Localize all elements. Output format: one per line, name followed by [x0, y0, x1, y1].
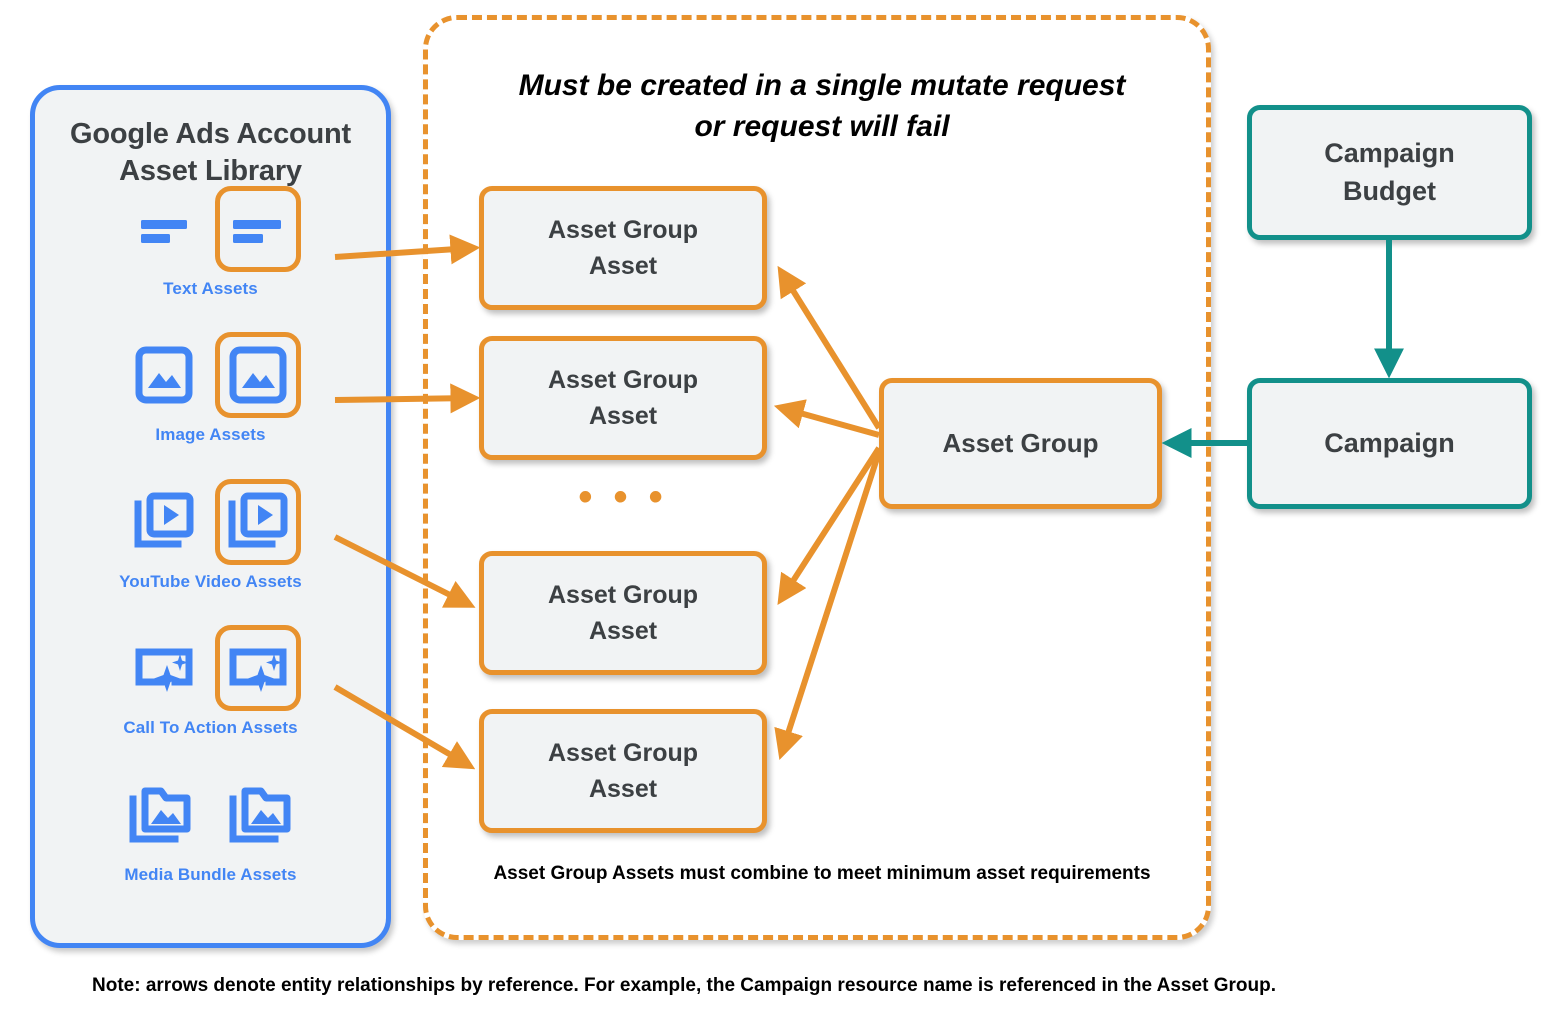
- asset-row-cta: Call To Action Assets: [35, 625, 386, 738]
- asset-group-box[interactable]: Asset Group: [879, 378, 1162, 509]
- asset-row-image: Image Assets: [35, 332, 386, 445]
- asset-group-asset-box-1[interactable]: Asset Group Asset: [479, 186, 767, 310]
- diagram-note: Note: arrows denote entity relationships…: [92, 975, 1276, 996]
- campaign-budget-label-line2: Budget: [1343, 175, 1436, 206]
- ellipsis-indicator: • • •: [578, 475, 668, 519]
- asset-caption-cta: Call To Action Assets: [123, 718, 298, 737]
- asset-group-asset-label-2: Asset Group Asset: [548, 362, 698, 435]
- asset-icons-text: [35, 186, 386, 272]
- asset-group-asset-label-2-line1: Asset Group: [547, 365, 699, 394]
- asset-row-media-bundle: Media Bundle Assets: [35, 772, 386, 885]
- asset-group-asset-box-2[interactable]: Asset Group Asset: [479, 336, 767, 460]
- asset-icons-media-bundle: [35, 772, 386, 858]
- asset-group-asset-box-3[interactable]: Asset Group Asset: [479, 551, 767, 675]
- asset-group-asset-label-4: Asset Group Asset: [548, 735, 698, 808]
- asset-group-asset-label-3-line1: Asset Group: [547, 580, 699, 609]
- asset-icons-video: [35, 479, 386, 565]
- image-picture-icon: [121, 332, 207, 418]
- asset-caption-video: YouTube Video Assets: [119, 572, 302, 591]
- asset-caption-text: Text Assets: [163, 279, 258, 298]
- asset-caption-image: Image Assets: [155, 425, 266, 444]
- campaign-label: Campaign: [1324, 428, 1455, 458]
- asset-row-video: YouTube Video Assets: [35, 479, 386, 592]
- campaign-budget-label-line1: Campaign: [1324, 138, 1455, 169]
- mutate-request-title: Must be created in a single mutate reque…: [468, 65, 1176, 148]
- campaign-budget-label: Campaign Budget: [1324, 135, 1455, 210]
- asset-group-asset-box-4[interactable]: Asset Group Asset: [479, 709, 767, 833]
- asset-group-asset-label-3-line2: Asset: [588, 617, 658, 645]
- asset-group-asset-label-3: Asset Group Asset: [548, 577, 698, 650]
- campaign-box[interactable]: Campaign: [1247, 378, 1532, 509]
- text-lines-icon: [121, 186, 207, 272]
- asset-library-panel: Google Ads Account Asset Library: [30, 85, 391, 948]
- mutate-request-footnote: Asset Group Assets must combine to meet …: [493, 863, 1151, 884]
- asset-library-title-line1: Google Ads Account: [69, 118, 352, 150]
- folder-image-stack-icon: [118, 772, 204, 858]
- asset-group-asset-label-4-line2: Asset: [588, 775, 658, 803]
- campaign-budget-box[interactable]: Campaign Budget: [1247, 105, 1532, 240]
- text-lines-icon-highlighted: [214, 186, 301, 272]
- mutate-request-title-line1: Must be created in a single mutate reque…: [518, 69, 1126, 102]
- asset-row-text: Text Assets: [35, 186, 386, 299]
- asset-icons-cta: [35, 625, 386, 711]
- image-picture-icon-highlighted: [214, 332, 301, 418]
- cta-sparkle-icon-highlighted: [214, 625, 301, 711]
- asset-group-label: Asset Group: [942, 428, 1099, 458]
- video-play-stack-icon-highlighted: [214, 479, 301, 565]
- asset-group-asset-label-2-line2: Asset: [588, 402, 658, 430]
- asset-library-title: Google Ads Account Asset Library: [35, 116, 386, 190]
- asset-group-asset-label-1: Asset Group Asset: [548, 212, 698, 285]
- asset-group-asset-label-4-line1: Asset Group: [547, 738, 699, 767]
- cta-sparkle-icon: [121, 625, 207, 711]
- asset-group-asset-label-1-line1: Asset Group: [547, 215, 699, 244]
- asset-group-asset-label-1-line2: Asset: [588, 252, 658, 280]
- asset-library-title-line2: Asset Library: [119, 155, 302, 188]
- asset-caption-media-bundle: Media Bundle Assets: [124, 865, 297, 884]
- mutate-request-title-line2: or request will fail: [694, 110, 950, 144]
- video-play-stack-icon: [121, 479, 207, 565]
- folder-image-stack-icon-2: [218, 772, 304, 858]
- asset-icons-image: [35, 332, 386, 418]
